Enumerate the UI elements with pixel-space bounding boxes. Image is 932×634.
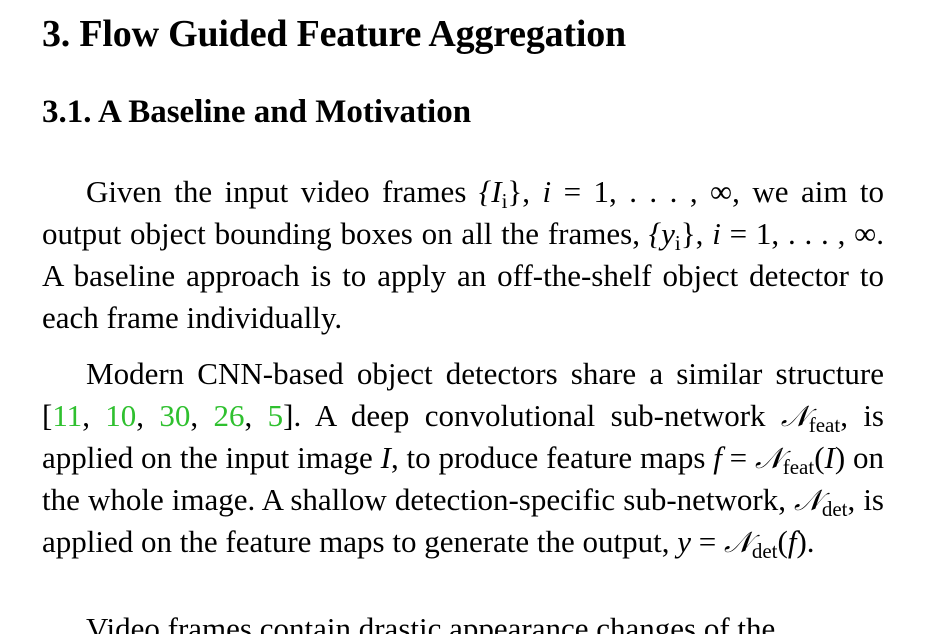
math-subscript: det [751, 539, 778, 563]
text-run: Modern CNN-based object detectors share … [42, 356, 884, 433]
section-number: 3. [42, 13, 71, 55]
math-subscript: det [821, 497, 848, 521]
math-subscript: feat [782, 455, 815, 479]
text-run: . A baseline approach is to apply an off… [42, 216, 884, 335]
math-equals: = [721, 440, 755, 475]
math-paren: ( [814, 440, 825, 475]
math-run: = 1, . . . , ∞ [720, 216, 877, 251]
subsection-number: 3.1. [42, 94, 92, 130]
math-paren: ) [796, 524, 807, 559]
citation-separator: , [82, 398, 106, 433]
math-feature-symbol: f [713, 440, 722, 475]
citation-link[interactable]: 26 [213, 398, 245, 433]
math-subscript: i [674, 231, 681, 255]
text-run: on the whole image. A shallow detection-… [42, 440, 885, 517]
math-run: {I [478, 174, 502, 209]
citation-link[interactable]: 10 [105, 398, 137, 433]
math-run: i [712, 216, 721, 251]
math-run: i [542, 174, 552, 209]
text-run: Video frames contain drastic appearance … [86, 611, 776, 634]
math-run: }, [507, 174, 543, 209]
math-output-symbol: y [677, 524, 692, 559]
math-image-symbol: I [380, 440, 391, 475]
text-run: , to produce feature maps [390, 440, 714, 475]
text-run: Given the input video frames [86, 174, 479, 209]
math-run: }, [680, 216, 713, 251]
math-network-symbol: 𝒩 [754, 441, 783, 475]
math-run: {y [648, 216, 675, 251]
citation-separator: , [244, 398, 268, 433]
math-paren: ) [834, 440, 846, 475]
math-image-symbol: I [824, 440, 835, 475]
math-paren: ( [777, 524, 788, 559]
paragraph-modern-cnn: Modern CNN-based object detectors share … [42, 353, 884, 563]
math-frames-set: {Ii}, i = 1, . . . , ∞ [478, 174, 733, 212]
math-outputs-set: {yi}, i = 1, . . . , ∞ [648, 216, 877, 254]
math-subscript: i [501, 189, 508, 213]
citation-separator: , [136, 398, 160, 433]
text-run: . [806, 524, 815, 559]
math-subscript: feat [808, 413, 841, 437]
paragraph-baseline: Given the input video frames {Ii}, i = 1… [42, 171, 884, 339]
citation-link[interactable]: 11 [52, 398, 83, 433]
section-title: Flow Guided Feature Aggregation [79, 13, 626, 55]
text-run: , is applied on the input image [42, 398, 884, 475]
paragraph-cutoff: Video frames contain drastic appearance … [42, 608, 884, 634]
text-run: ]. A deep convolutional sub-network [283, 398, 781, 433]
math-network-symbol: 𝒩 [794, 483, 822, 517]
citation-separator: , [190, 398, 214, 433]
citation-link[interactable]: 5 [267, 398, 284, 433]
math-feature-symbol: f [787, 524, 797, 559]
subsection-title: A Baseline and Motivation [97, 94, 472, 130]
subsection-heading: 3.1. A Baseline and Motivation [42, 94, 471, 131]
text-run: , is applied on the feature maps to gene… [42, 482, 884, 559]
section-heading: 3. Flow Guided Feature Aggregation [42, 12, 626, 56]
citation-link[interactable]: 30 [159, 398, 191, 433]
math-network-symbol: 𝒩 [724, 525, 752, 559]
math-network-symbol: 𝒩 [780, 399, 809, 433]
text-run: , we aim to output object bounding boxes… [42, 174, 884, 251]
math-run: = 1, . . . , ∞ [551, 174, 733, 209]
math-equals: = [691, 524, 725, 559]
